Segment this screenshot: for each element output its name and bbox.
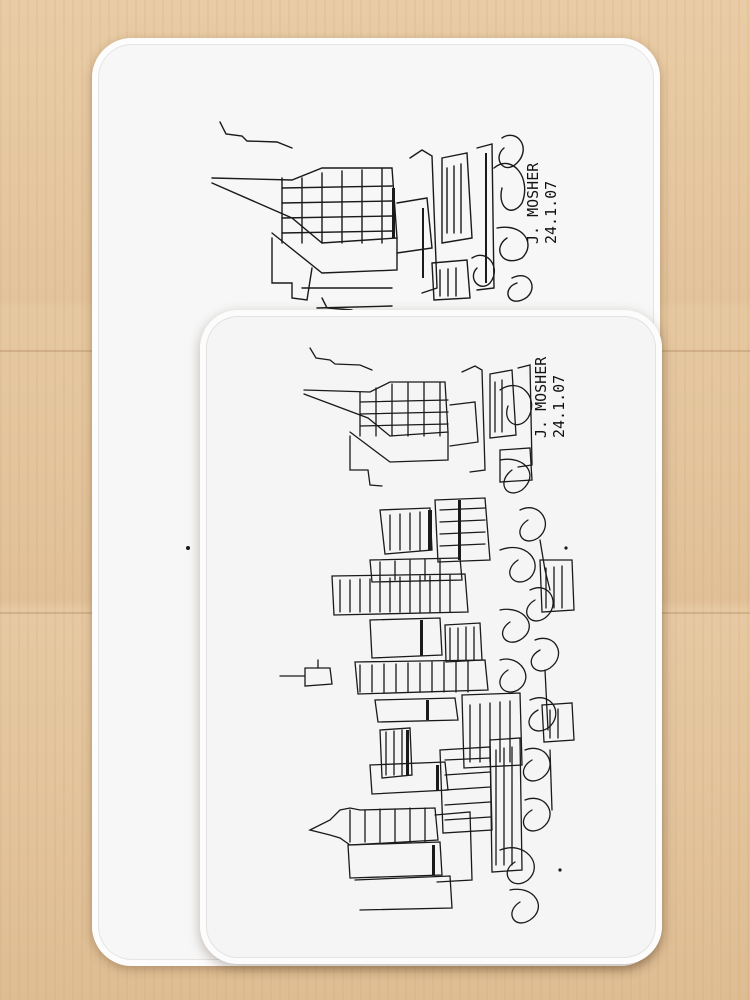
signature-date: 24.1.07 (550, 374, 568, 438)
signature-date: 24.1.07 (542, 180, 560, 244)
artist-signature-top: J. MOSHER 24.1.07 (524, 163, 560, 244)
artist-signature-main: J. MOSHER 24.1.07 (532, 357, 568, 438)
bath-mat-small: J. MOSHER 24.1.07 (200, 310, 662, 964)
signature-name: J. MOSHER (532, 356, 550, 438)
skyline-sketch-main (279, 347, 575, 924)
signature-name: J. MOSHER (524, 162, 542, 244)
